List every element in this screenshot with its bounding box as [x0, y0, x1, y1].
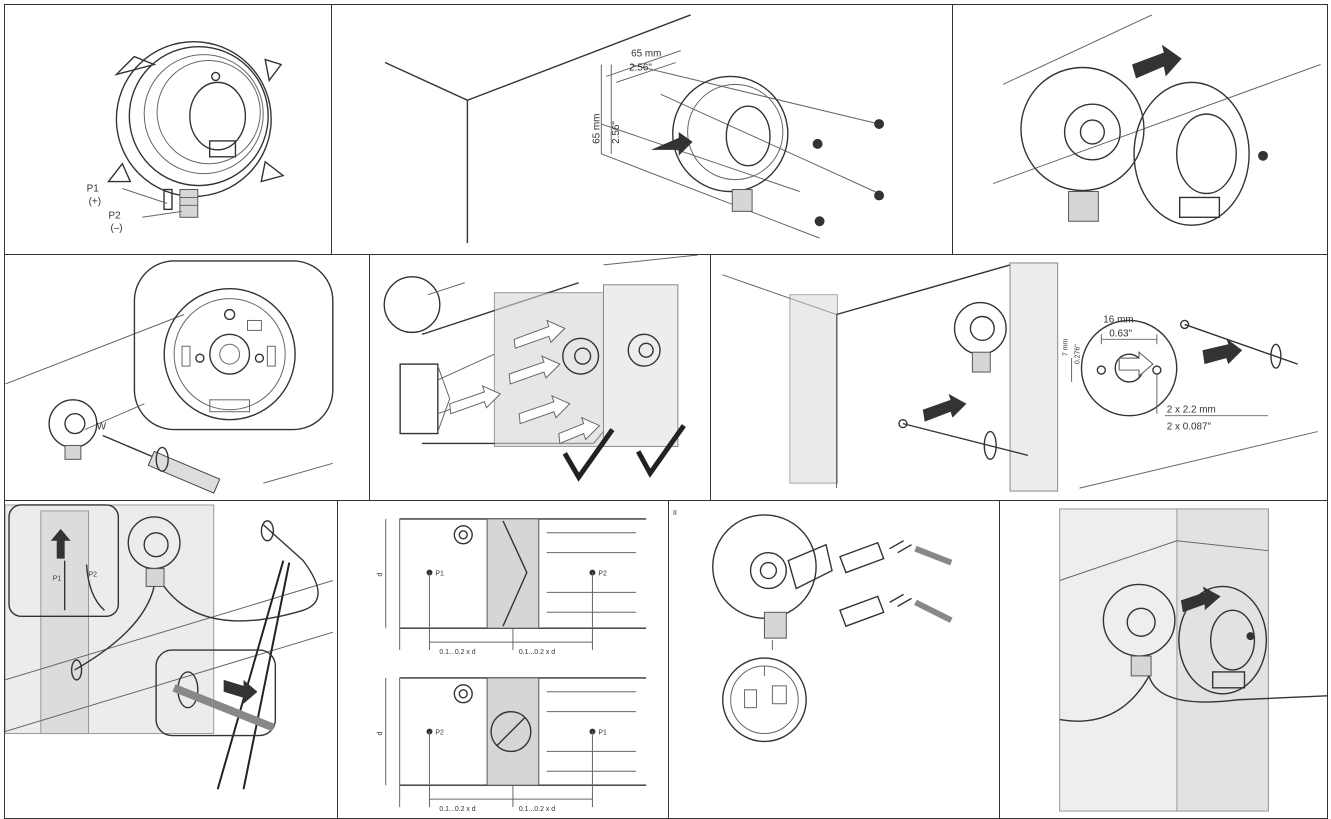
detail-callout: [133, 260, 334, 431]
cover-arrow-icon: [1132, 44, 1182, 79]
panel-wall-mounting: 65 mm 2.56" 65 mm 2.56": [331, 4, 953, 255]
measurement-positions-diagram: d P1 P2 0.1...0.2 x d 0.1...0.2 x d: [377, 518, 647, 813]
dim-width-mm: 16 mm: [1103, 314, 1133, 325]
fan-callout: [383, 276, 441, 334]
panel-measurement-positions: d P1 P2 0.1...0.2 x d 0.1...0.2 x d: [337, 500, 669, 819]
sensor-device: [953, 301, 1007, 373]
device-front-illustration: P1 (+) P2 (–): [87, 41, 285, 234]
panel-zero-adjust: W: [4, 254, 370, 501]
mounting-position-illustration: [383, 255, 698, 482]
wall-mounting-illustration: 65 mm 2.56" 65 mm 2.56": [384, 14, 885, 244]
airflow-arrows: [449, 319, 601, 445]
device-internal-view: [163, 288, 296, 421]
device-cover: [1133, 81, 1250, 226]
duct-probe-illustration: 16 mm 0.63" 7 mm 0.276" 2 x 2.2 mm 2 x 0…: [722, 262, 1318, 492]
tool-label: W: [97, 422, 107, 433]
dim-width-in: 0.63": [1109, 328, 1132, 339]
probe-template: [1071, 319, 1178, 417]
dimension-lines: [600, 50, 880, 239]
screw-icon: [1258, 150, 1268, 161]
tube-detail-callout: [8, 504, 120, 617]
step-marker: II: [673, 510, 677, 517]
screw-icons: [812, 119, 885, 227]
sensor-device: [562, 337, 600, 375]
probe-detail-callout: [155, 649, 277, 737]
cable-connector-icon-alt: [839, 593, 953, 628]
panel-wiring: II: [668, 500, 1000, 819]
device-cover: [1178, 585, 1268, 695]
device-base: [1102, 583, 1176, 677]
bottom-left-distance: 0.1...0.2 x d: [439, 806, 475, 813]
cover-arrow-icon: [1180, 586, 1221, 613]
dim-height-in: 0.276": [1075, 344, 1082, 364]
panel-reattach-cover: [999, 500, 1328, 819]
hole-diameter-in: 2 x 0.087": [1167, 422, 1212, 433]
open-device-base: [1020, 66, 1145, 222]
hole-diameter-mm: 2 x 2.2 mm: [1167, 405, 1216, 416]
panel-remove-cover: [952, 4, 1328, 255]
bottom-right-distance: 0.1...0.2 x d: [519, 806, 555, 813]
dim-vertical-in: 2.56": [611, 121, 622, 144]
bottom-right-port-label: P1: [598, 730, 607, 737]
dim-horizontal-in: 2.56": [629, 62, 652, 73]
layout-bottom: [385, 677, 647, 808]
top-left-port-label: P1: [435, 571, 444, 578]
tube-p1-label: P1: [53, 575, 62, 582]
up-arrow-icon: [50, 528, 71, 559]
screwdriver-icon: [102, 434, 221, 494]
tube-connection-illustration: P1 P2: [5, 504, 334, 790]
screw-icon: [1246, 632, 1255, 641]
remove-cover-illustration: [993, 14, 1321, 226]
duct-probe-alt: [1179, 319, 1298, 369]
top-left-distance: 0.1...0.2 x d: [439, 649, 475, 656]
sensor-device: [672, 75, 789, 212]
sensor-device-alt: [627, 333, 661, 367]
mounting-arrow-icon: [650, 131, 693, 156]
small-device: [48, 399, 98, 460]
top-right-port-label: P2: [598, 571, 607, 578]
dim-height-mm: 7 mm: [1063, 339, 1070, 357]
bottom-left-port-label: P2: [435, 730, 444, 737]
tube-p2-label: P2: [89, 572, 98, 579]
port-p2-label: P2: [108, 210, 121, 221]
open-device-base: [712, 514, 833, 651]
duct-probe: [898, 418, 1029, 461]
check-icon-alt: [636, 424, 686, 478]
reattach-cover-illustration: [1059, 508, 1327, 812]
panel-duct-probe: 16 mm 0.63" 7 mm 0.276" 2 x 2.2 mm 2 x 0…: [710, 254, 1328, 501]
wiring-illustration: II: [673, 510, 953, 743]
dim-horizontal-mm: 65 mm: [631, 49, 661, 60]
port-p1-label: P1: [87, 184, 100, 195]
flow-lines: [546, 532, 637, 613]
panel-tube-connection: P1 P2: [4, 500, 338, 819]
panel-device-ports: P1 (+) P2 (–): [4, 4, 332, 255]
probe-arrow-icon: [922, 393, 967, 422]
panel-mounting-position: [369, 254, 711, 501]
sensor-device: [127, 516, 181, 587]
dim-vertical-mm: 65 mm: [591, 114, 602, 144]
check-icon: [562, 428, 615, 482]
layout-top: [385, 518, 647, 651]
port-p2-sign: (–): [110, 223, 122, 234]
flow-lines-bottom: [546, 691, 637, 772]
port-p1-sign: (+): [89, 196, 101, 207]
top-diameter-label: d: [377, 573, 384, 577]
sensor-device: [107, 41, 285, 218]
zero-adjust-illustration: W: [5, 260, 334, 494]
top-right-distance: 0.1...0.2 x d: [519, 649, 555, 656]
cable-connector-icon: [839, 540, 953, 574]
bottom-diameter-label: d: [377, 732, 384, 736]
terminal-block: [722, 657, 807, 743]
push-arrow-icon: [223, 679, 258, 704]
probe-arrow-icon-alt: [1202, 338, 1243, 365]
filter-callout: [399, 363, 439, 435]
